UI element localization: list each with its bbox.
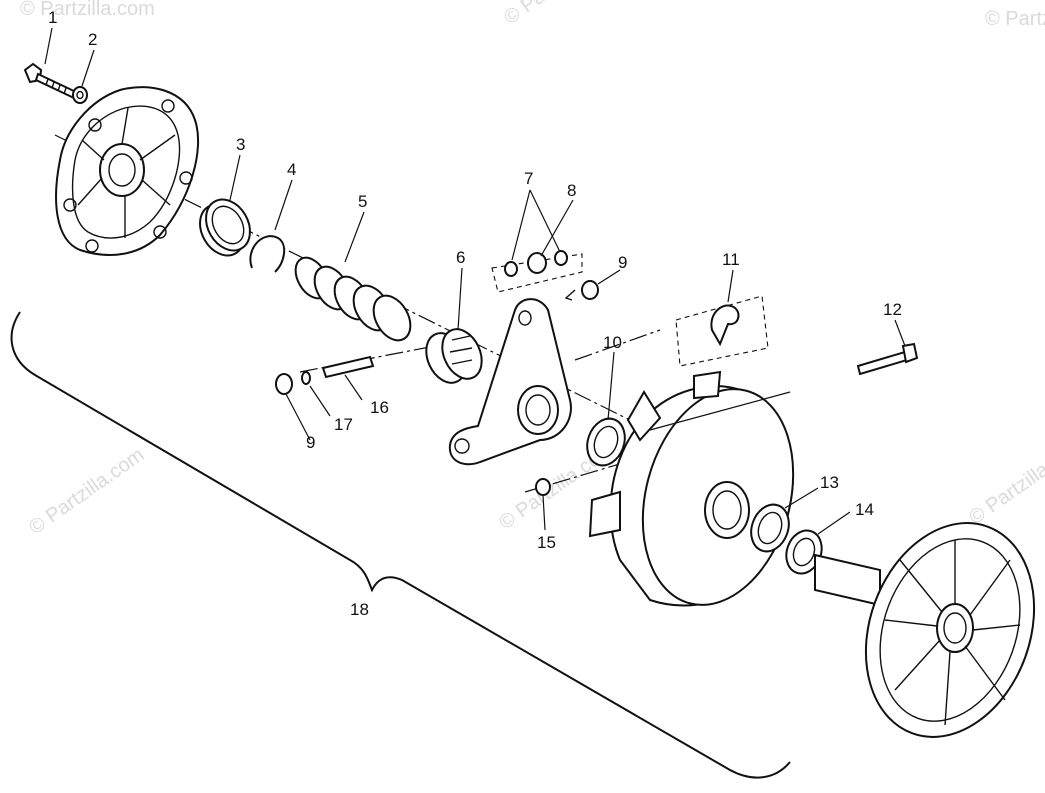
watermark: © Partzilla.com <box>20 0 155 20</box>
moveable-sheave <box>588 370 795 607</box>
bolt-part-1 <box>23 62 78 100</box>
ring-part-13 <box>750 503 790 553</box>
spider-arm <box>448 298 572 466</box>
cam-part-6 <box>425 328 483 384</box>
roller-set-parts-7-8 <box>491 250 583 293</box>
leader-line-13 <box>784 487 819 509</box>
callout-17: 17 <box>334 415 353 434</box>
callout-2: 2 <box>88 30 97 49</box>
callout-7: 7 <box>524 169 533 188</box>
leader-line-17 <box>309 385 331 417</box>
bolt-axis-line <box>524 454 651 493</box>
callout-18: 18 <box>350 600 369 619</box>
button-part-9-upper <box>564 280 599 301</box>
washer-part-2 <box>72 86 88 104</box>
callout-9-lower: 9 <box>306 433 315 452</box>
callout-6: 6 <box>456 248 465 267</box>
watermark: © Partzilla.com <box>965 434 1045 529</box>
snap-ring-part-4 <box>249 235 286 273</box>
leader-line-12 <box>894 319 906 347</box>
callout-5: 5 <box>358 192 367 211</box>
callout-11: 11 <box>722 250 740 269</box>
leader-line-6 <box>457 267 463 331</box>
leader-line-14 <box>817 511 851 535</box>
leader-line-2 <box>81 49 95 87</box>
ring-part-10 <box>586 417 626 467</box>
callout-8: 8 <box>567 181 576 200</box>
leader-line-3 <box>229 154 241 201</box>
callout-15: 15 <box>537 533 556 552</box>
clip-part-11 <box>675 295 769 367</box>
leader-line-10 <box>607 351 615 421</box>
leader-line-1 <box>44 27 53 65</box>
leader-line-16 <box>344 374 363 401</box>
leader-line-15 <box>542 494 546 531</box>
watermark: © Partzilla.com <box>500 0 623 29</box>
callout-9-upper: 9 <box>618 253 627 272</box>
bolt-part-12 <box>856 342 919 376</box>
pin-part-16 <box>321 355 375 379</box>
nut-part-15 <box>535 478 551 496</box>
callout-3: 3 <box>236 135 245 154</box>
callout-13: 13 <box>820 473 839 492</box>
leader-line-7 <box>511 189 561 261</box>
callout-4: 4 <box>287 160 296 179</box>
watermark: © Partzilla.com <box>985 8 1045 30</box>
watermark: © Partzilla.com <box>25 444 148 539</box>
cover-plate <box>55 86 199 256</box>
callout-10: 10 <box>603 333 622 352</box>
pin-axis-line <box>574 329 661 361</box>
leader-line-4 <box>274 179 293 231</box>
leader-line-8 <box>540 199 574 257</box>
leader-line-5 <box>344 211 365 263</box>
button-part-9-lower <box>275 373 293 395</box>
leader-line-moveable <box>649 391 791 431</box>
callout-16: 16 <box>370 398 389 417</box>
callout-12: 12 <box>883 300 902 319</box>
leader-line-11 <box>727 269 734 303</box>
assembly-bracket-18 <box>10 311 791 779</box>
callout-1: 1 <box>48 8 57 27</box>
callout-14: 14 <box>855 500 874 519</box>
bushing-part-3 <box>199 198 251 257</box>
spring-part-5 <box>294 256 412 342</box>
leader-line-9-upper <box>597 269 621 285</box>
washer-part-17 <box>301 371 311 385</box>
leader-line-9-lower <box>285 393 311 441</box>
fixed-sheave-shaft <box>814 522 1036 738</box>
